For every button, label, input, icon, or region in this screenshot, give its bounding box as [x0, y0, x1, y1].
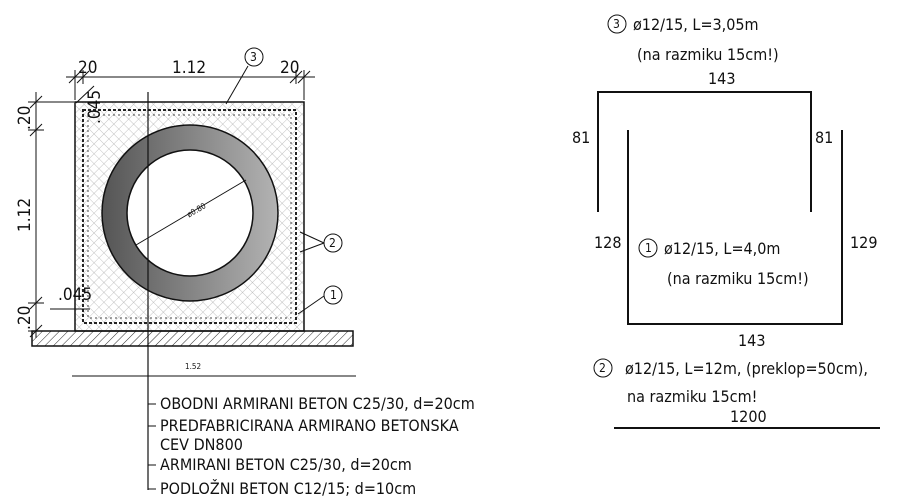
bar1-marker-circle: [638, 238, 658, 258]
dim-top-mid: 1.12: [172, 58, 206, 78]
bar3-marker: 3: [613, 17, 620, 31]
legend-line-5: PODLOŽNI BETON C12/15; d=10cm: [160, 479, 416, 498]
cover-top: .045: [85, 90, 105, 124]
bar3-left: 81: [572, 128, 590, 147]
pipe-diameter-line: [135, 179, 247, 246]
bar2-marker-circle: [593, 358, 613, 378]
legend-line-1: OBODNI ARMIRANI BETON C25/30, d=20cm: [160, 394, 475, 413]
bar1-bottom: 143: [738, 331, 765, 350]
rebar-cage: [82, 109, 297, 324]
bar2-spacing: na razmiku 15cm!: [627, 387, 757, 406]
dim-top-right: 20: [280, 58, 299, 78]
dim-left-mid: 1.12: [15, 198, 35, 232]
legend-line-2: PREDFABRICIRANA ARMIRANO BETONSKA: [160, 416, 459, 435]
bar2-group: 2 ø12/15, L=12m, (preklop=50cm), na razm…: [593, 358, 880, 429]
bar3-spec: ø12/15, L=3,05m: [633, 15, 759, 34]
bar3-shape: [597, 91, 812, 212]
bar3-spacing: (na razmiku 15cm!): [637, 45, 779, 64]
bar1-shape: [627, 130, 843, 325]
marker-3: 3: [250, 50, 257, 64]
cross-section: ø0.80 1.52 20 1.12 20 .20 1.12 .20: [15, 47, 356, 490]
bar3-group: 3 ø12/15, L=3,05m (na razmiku 15cm!) 143…: [572, 14, 833, 212]
legend: OBODNI ARMIRANI BETON C25/30, d=20cm PRE…: [148, 394, 475, 498]
bar1-group: 128 129 1 ø12/15, L=4,0m (na razmiku 15c…: [594, 130, 877, 350]
rebar-cage-inner: [87, 114, 292, 319]
bar3-top: 143: [708, 69, 735, 88]
bar1-spec: ø12/15, L=4,0m: [664, 239, 780, 258]
bar1-marker: 1: [645, 241, 652, 255]
base-slab: [31, 330, 354, 347]
bar1-left: 128: [594, 233, 621, 252]
bar2-marker: 2: [599, 361, 606, 375]
marker-1-circle: [323, 285, 343, 305]
marker-1: 1: [330, 288, 337, 302]
bar1-spacing: (na razmiku 15cm!): [667, 269, 809, 288]
bar2-length: 1200: [730, 407, 767, 426]
cover-bottom: .045: [58, 285, 92, 305]
dim-top-left: 20: [78, 58, 97, 78]
bar3-right: 81: [815, 128, 833, 147]
legend-line-4: ARMIRANI BETON C25/30, d=20cm: [160, 455, 412, 474]
bar1-right: 129: [850, 233, 877, 252]
dim-left-bottom: .20: [15, 306, 35, 330]
base-width-label: 1.52: [185, 362, 201, 371]
marker-2: 2: [329, 236, 336, 250]
legend-line-3: CEV DN800: [160, 435, 243, 454]
bar2-spec: ø12/15, L=12m, (preklop=50cm),: [625, 359, 868, 378]
marker-3-circle: [244, 47, 264, 67]
dim-left-top: .20: [15, 106, 35, 130]
bar3-marker-circle: [607, 14, 627, 34]
